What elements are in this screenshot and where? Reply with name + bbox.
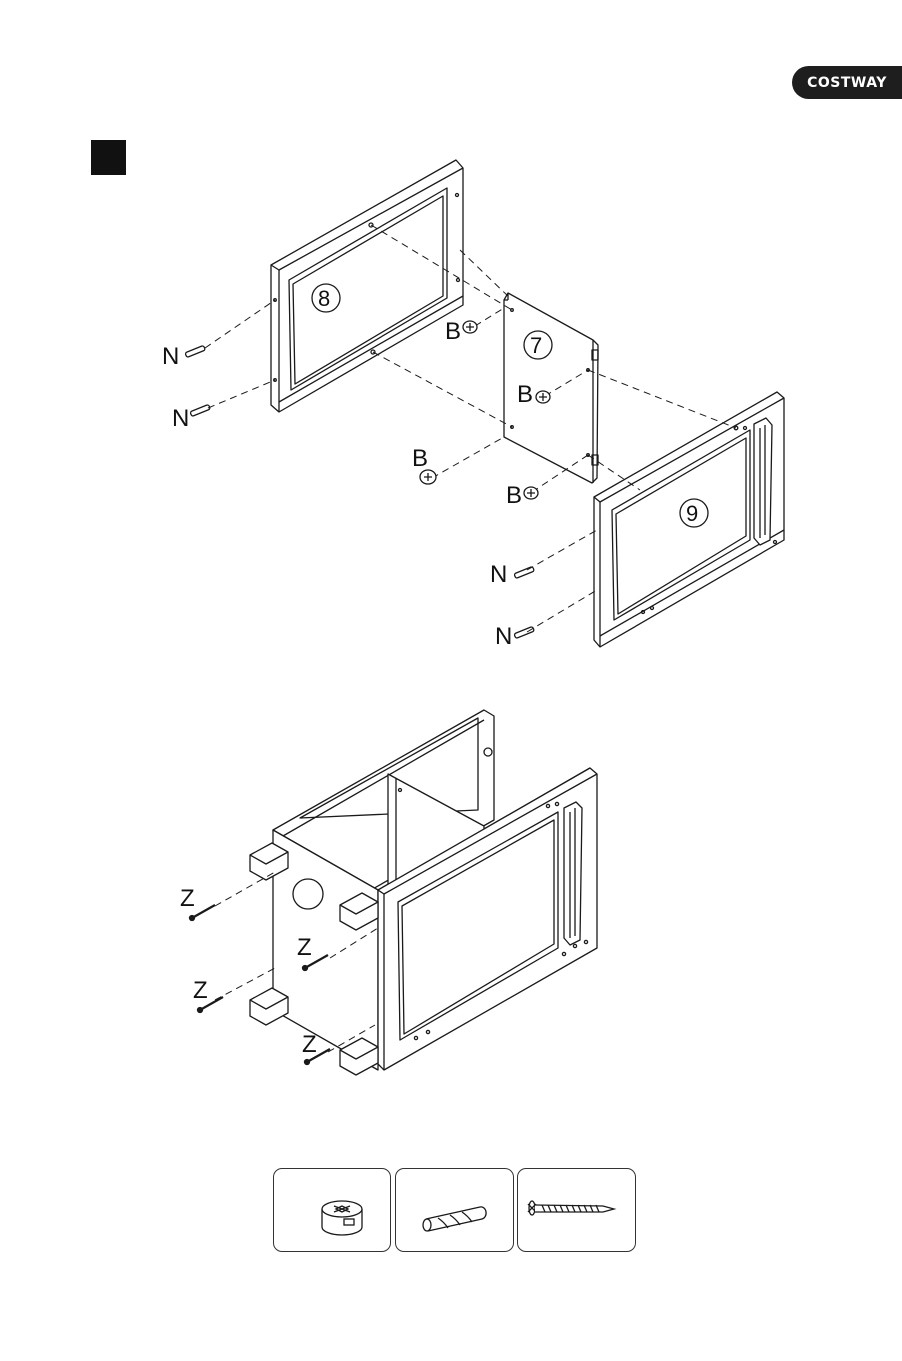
cam-lock-b1 [463,321,477,333]
dowel-n4 [514,626,534,638]
panel-8 [271,160,463,412]
wooden-dowel-icon [396,1169,513,1251]
label-n-3: N [490,561,507,588]
assembled-cabinet [250,710,597,1075]
label-b-4: B [506,482,522,509]
label-z-1: Z [180,885,195,912]
label-z-4: Z [302,1031,317,1058]
label-b-2: B [517,381,533,408]
label-z-3: Z [193,977,208,1004]
hardware-box-cam-lock [273,1168,391,1252]
cam-lock-b3 [420,470,436,484]
dowel-n3 [514,566,534,578]
dowel-n2 [190,404,210,416]
cam-lock-b4 [524,487,538,499]
wood-screw-icon [518,1169,635,1251]
hardware-box-screw [517,1168,636,1252]
cam-lock-b2 [536,391,550,403]
hardware-box-dowel [395,1168,514,1252]
dowel-n1 [185,345,205,357]
label-n-4: N [495,623,512,650]
label-n-1: N [162,343,179,370]
label-n-2: N [172,405,189,432]
label-b-1: B [445,318,461,345]
part-9-label: 9 [686,501,698,526]
cam-lock-icon [274,1169,390,1251]
part-8-label: 8 [318,286,330,311]
part-7-label: 7 [530,333,542,358]
label-b-3: B [412,445,428,472]
label-z-2: Z [297,934,312,961]
